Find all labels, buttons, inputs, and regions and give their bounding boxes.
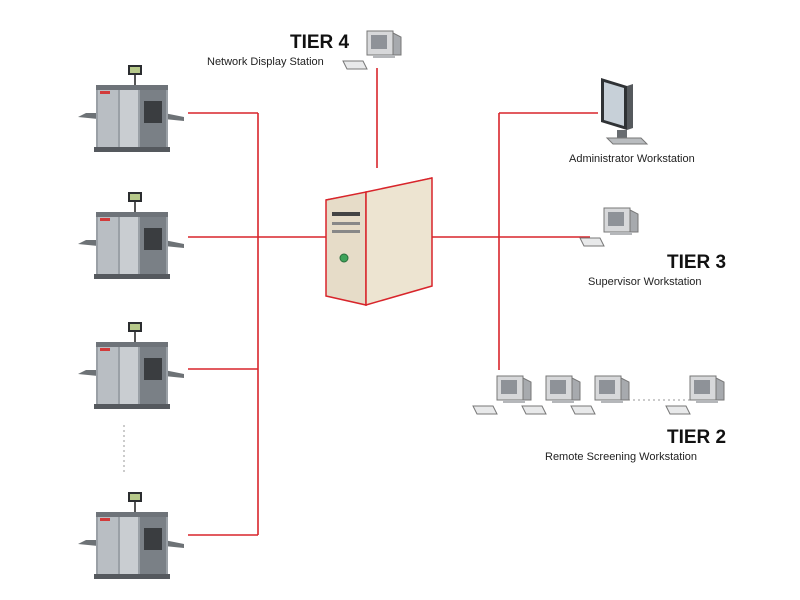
supervisor-workstation-computer <box>579 207 639 247</box>
admin-workstation-label: Administrator Workstation <box>569 153 695 165</box>
connection-lines <box>188 68 598 536</box>
remote-screening-workstation-computer <box>472 375 532 415</box>
tier2-label: Remote Screening Workstation <box>545 451 698 463</box>
tier4-title: TIER 4 <box>290 32 350 53</box>
tier3-label: Supervisor Workstation <box>588 276 702 288</box>
central-server <box>325 177 433 306</box>
tier3-title: TIER 3 <box>667 252 727 273</box>
xray-screening-machine <box>77 491 185 580</box>
administrator-workstation-monitor <box>600 77 648 145</box>
network-display-station-computer <box>342 30 402 70</box>
xray-screening-machine <box>77 64 185 153</box>
remote-screening-workstation-computer <box>665 375 725 415</box>
tier4-label: Network Display Station <box>207 56 324 68</box>
tier2-title: TIER 2 <box>667 427 727 448</box>
xray-screening-machine <box>77 321 185 410</box>
xray-screening-machine <box>77 191 185 280</box>
